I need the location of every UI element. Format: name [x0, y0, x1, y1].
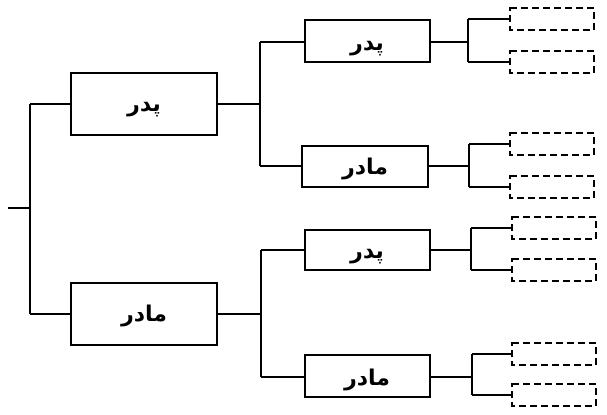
empty-slot-2 — [509, 50, 595, 74]
empty-slots — [509, 7, 597, 407]
box-root-mother: مادر — [70, 282, 218, 346]
empty-slot-5 — [511, 216, 597, 240]
box-mother-side-father: پدر — [304, 229, 431, 271]
connector-lines — [8, 18, 512, 396]
empty-slot-3 — [509, 132, 595, 156]
box-root-mother-label: مادر — [120, 302, 167, 327]
box-mother-side-father-label: پدر — [349, 239, 384, 264]
empty-slot-4 — [509, 175, 595, 199]
box-mother-side-mother-label: مادر — [343, 366, 390, 391]
empty-slot-1 — [509, 7, 595, 31]
empty-slot-6 — [511, 258, 597, 282]
box-father-side-mother-label: مادر — [341, 155, 388, 180]
empty-slot-7 — [511, 342, 597, 366]
box-father-side-father-label: پدر — [349, 31, 384, 56]
box-mother-side-mother: مادر — [304, 354, 431, 398]
box-father-side-mother: مادر — [301, 145, 429, 188]
box-root-father-label: پدر — [126, 92, 161, 117]
empty-slot-8 — [511, 383, 597, 407]
box-root-father: پدر — [70, 72, 218, 136]
box-father-side-father: پدر — [304, 19, 431, 63]
